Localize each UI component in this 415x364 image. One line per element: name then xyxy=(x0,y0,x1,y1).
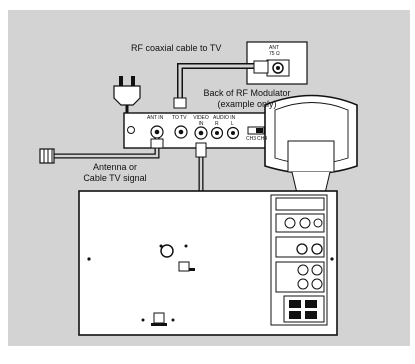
rf-modulator-back xyxy=(123,112,273,149)
audio-in-jack-label: AUDIO IN xyxy=(213,115,236,121)
antenna-label-line1: Antenna or xyxy=(92,162,138,172)
tv-antenna-jack-plate xyxy=(246,41,308,85)
modulator-label-line2: (example only) xyxy=(217,99,277,109)
antenna-cable-input xyxy=(39,138,164,164)
audio-l-label: L xyxy=(231,121,234,127)
system-rear-panel xyxy=(78,190,338,336)
tv-ant-label: ANT xyxy=(269,45,279,51)
video-in-jack-label: VIDEO IN xyxy=(193,115,209,127)
antenna-label-line2: Cable TV signal xyxy=(83,173,147,183)
rf-coaxial-cable xyxy=(173,60,269,109)
tv-impedance-label: 75 Ω xyxy=(269,51,280,57)
rf-cable-label: RF coaxial cable to TV xyxy=(131,43,222,53)
modulator-label-line1: Back of RF Modulator xyxy=(203,88,291,98)
to-tv-jack-label: TO TV xyxy=(172,115,187,121)
audio-r-label: R xyxy=(215,121,219,127)
ch3-label: CH3 xyxy=(246,136,257,142)
ant-in-jack-label: ANT IN xyxy=(147,115,164,121)
ch4-label: CH4 xyxy=(257,136,268,142)
modulator-label: Back of RF Modulator (example only) xyxy=(192,88,302,110)
antenna-label: Antenna or Cable TV signal xyxy=(70,162,160,184)
power-plug-icon xyxy=(113,76,141,113)
